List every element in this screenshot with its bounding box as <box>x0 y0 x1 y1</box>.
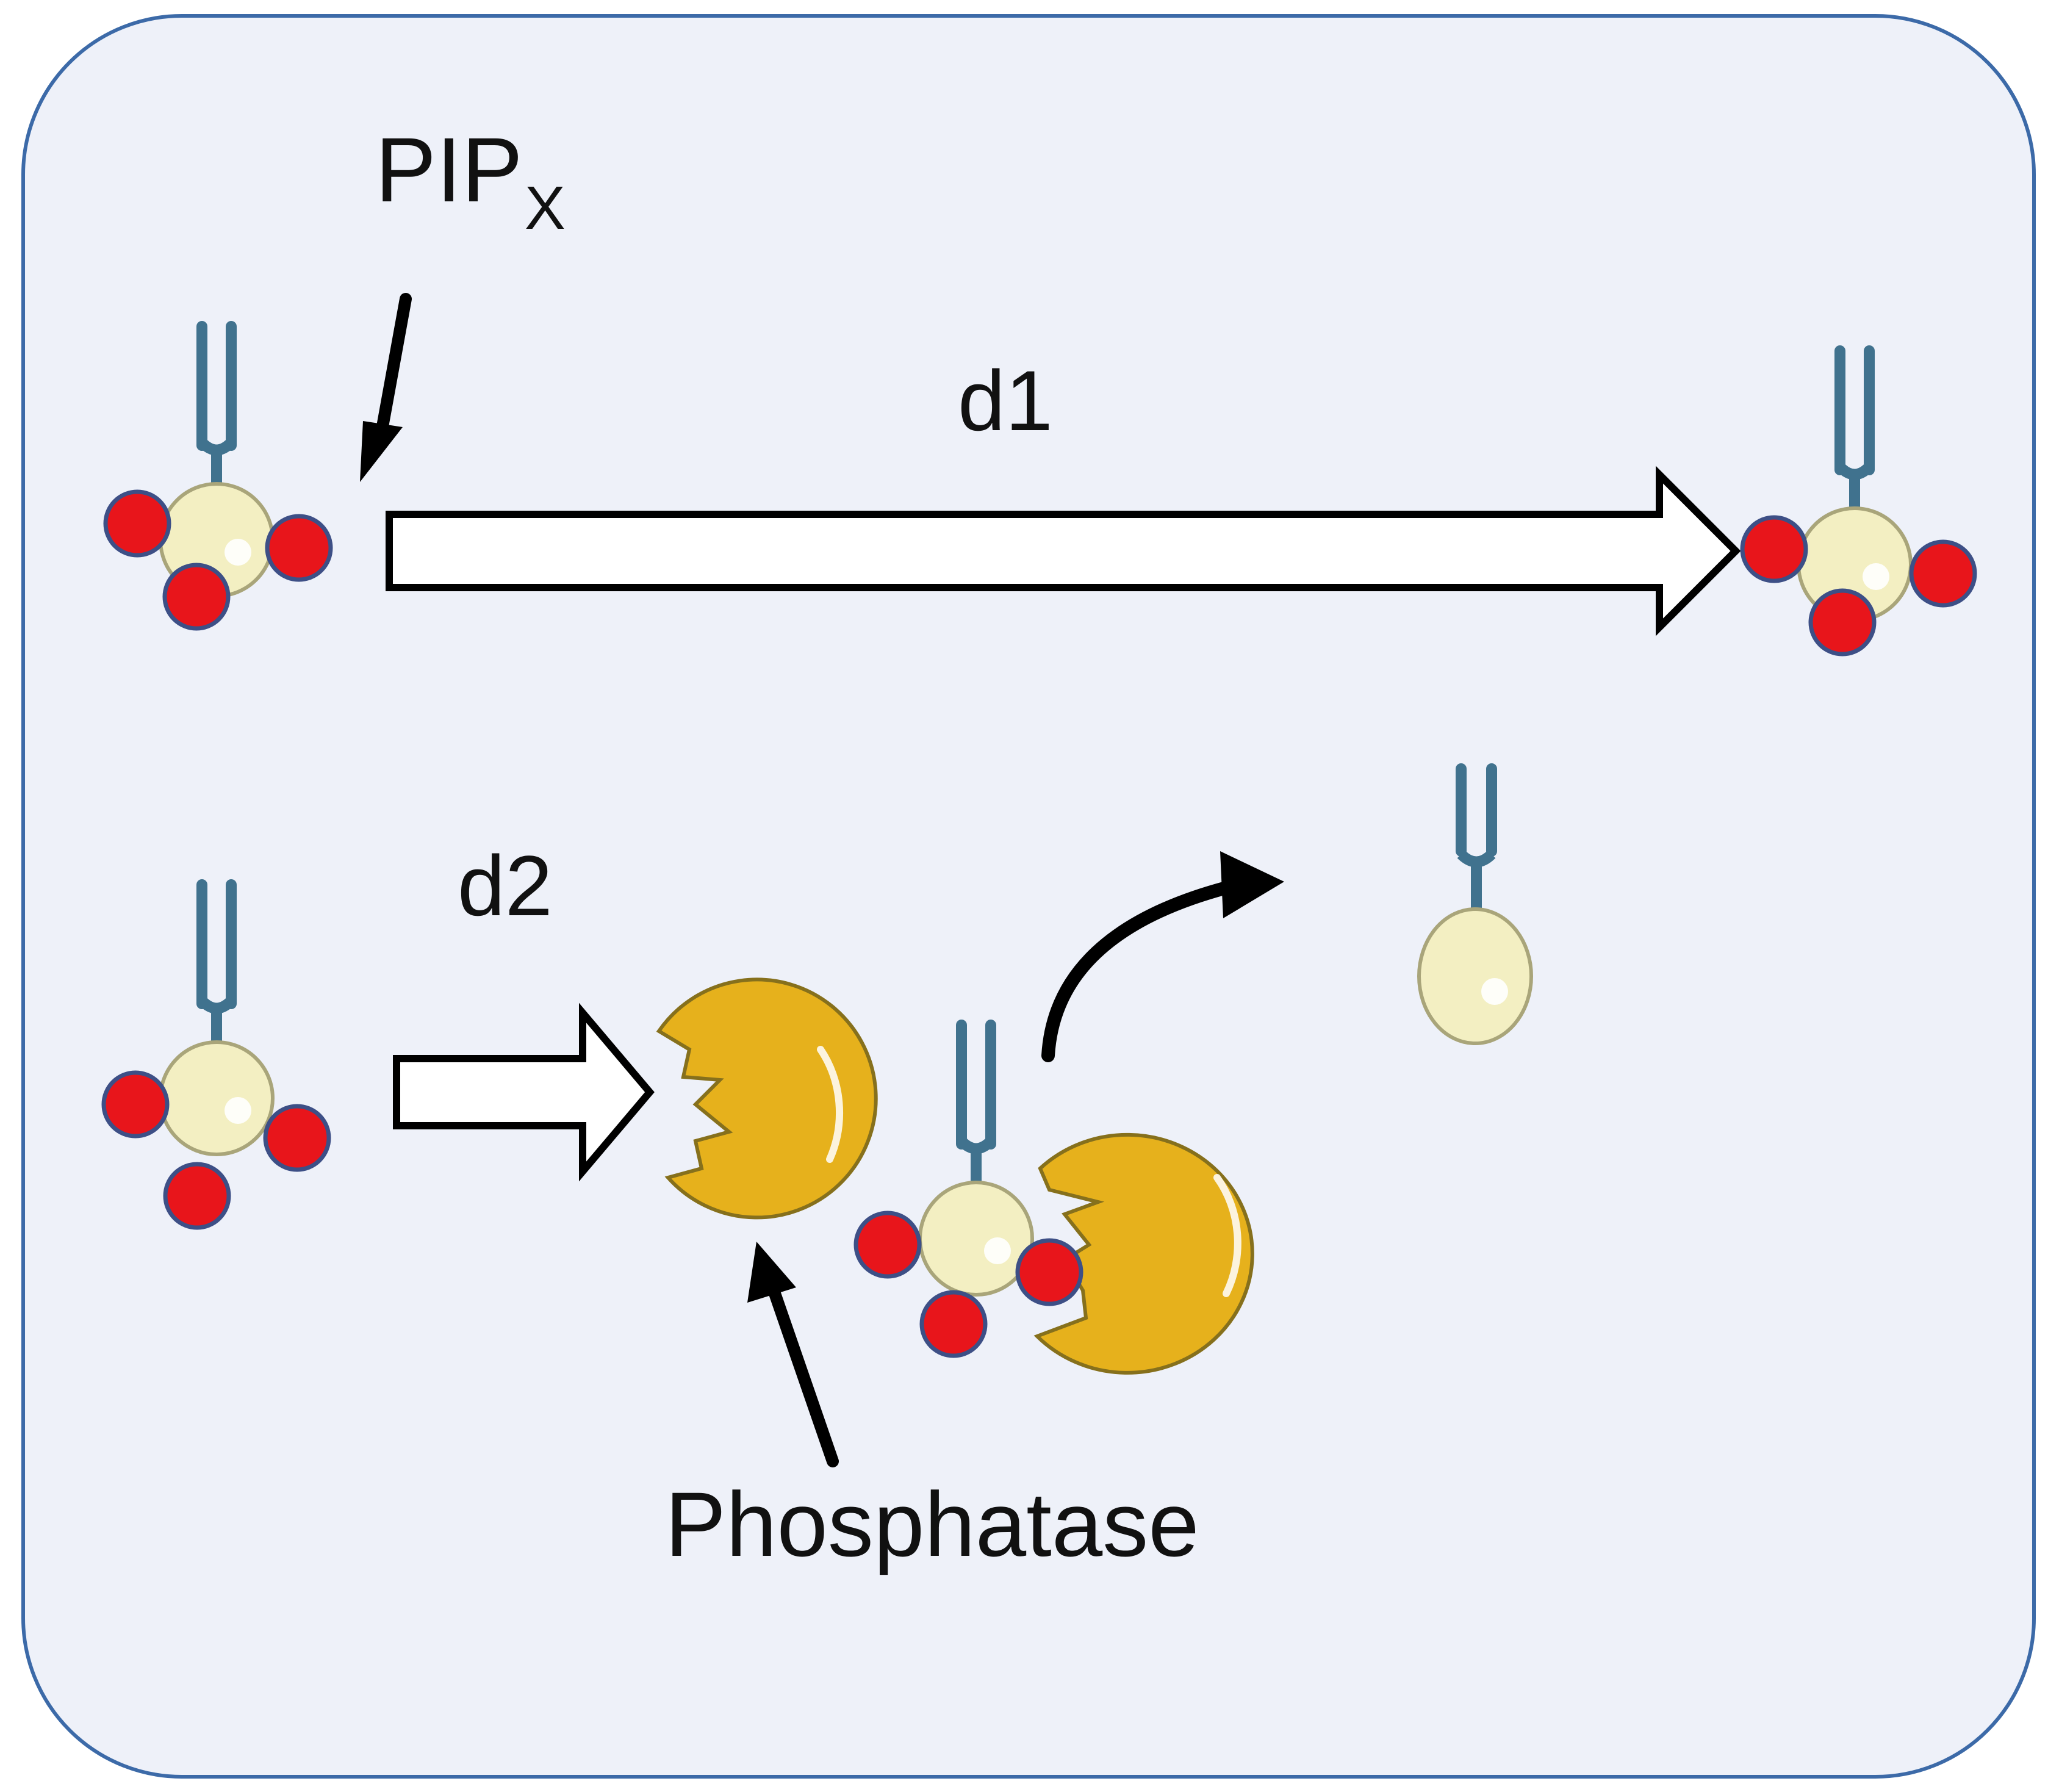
pathway-d2-arrow <box>393 1002 655 1182</box>
pip-label: PIP X <box>375 118 566 242</box>
pip-label-subscript: X <box>525 174 566 242</box>
phosphate <box>919 1290 988 1358</box>
pip-top-right <box>1740 351 1977 657</box>
phosphatase-label: Phosphatase <box>665 1473 1199 1575</box>
cell-panel <box>21 14 2036 1779</box>
pathway-d1-label: d1 <box>958 353 1053 448</box>
phosphate <box>1015 1238 1083 1306</box>
release-arrow <box>1041 851 1284 1062</box>
pip-top-left <box>103 326 333 631</box>
pip-bound <box>853 1025 1083 1358</box>
phosphate <box>265 514 333 582</box>
phosphate <box>163 1162 231 1230</box>
pip-label-main: PIP <box>375 118 523 221</box>
pathway-d2-label: d2 <box>458 838 553 934</box>
pip-bottom-left <box>101 885 331 1230</box>
pip-pointer-arrow <box>360 293 412 482</box>
phosphate <box>101 1070 170 1139</box>
phosphatase-pointer-arrow <box>747 1242 839 1467</box>
phosphate <box>1740 515 1808 583</box>
phosphate <box>162 563 231 631</box>
phosphate <box>263 1104 331 1172</box>
phosphate <box>1808 588 1877 657</box>
phosphatase-enzyme <box>656 977 878 1220</box>
pathway-d1-arrow <box>386 466 1741 636</box>
dephosphorylated-inositol <box>1417 763 1533 1045</box>
phosphate <box>853 1211 922 1279</box>
phosphate <box>1909 539 1977 608</box>
phosphate <box>103 489 171 558</box>
phosphatase-enzyme-bound <box>1033 1132 1254 1375</box>
